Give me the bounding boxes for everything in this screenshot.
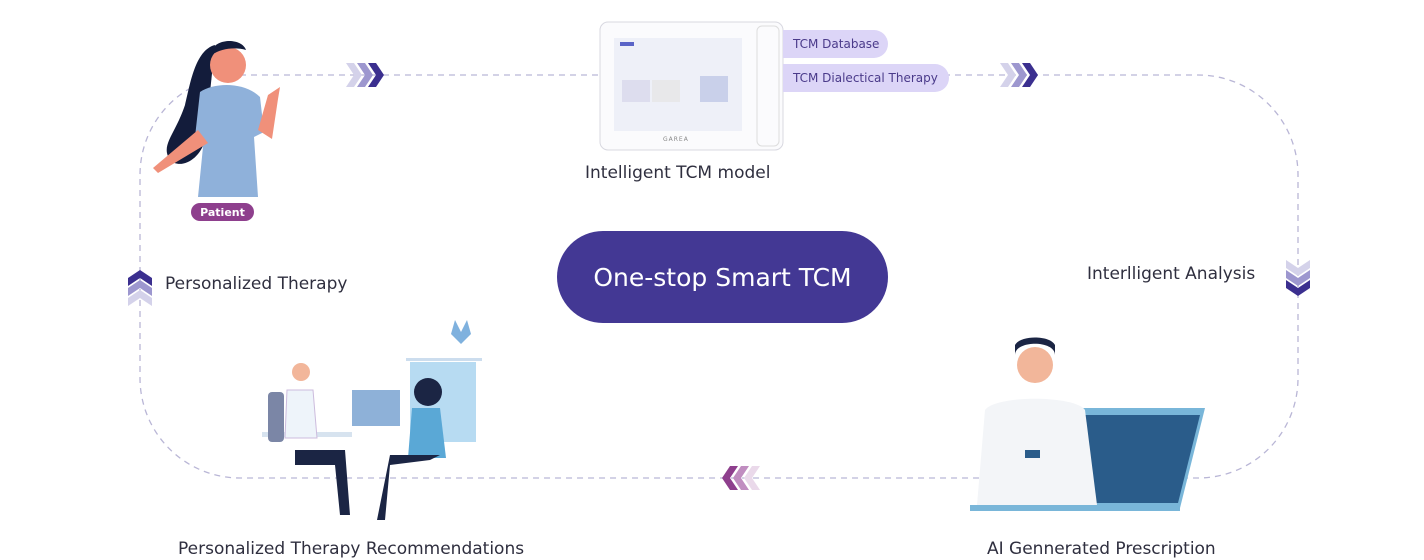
chevron-right-icon bbox=[346, 63, 384, 87]
step-personalized-therapy: Personalized Therapy bbox=[165, 274, 348, 294]
tablet-brand: GAREA bbox=[663, 136, 689, 143]
step-therapy-recommendations: Personalized Therapy Recommendations bbox=[178, 539, 525, 559]
center-title: One-stop Smart TCM bbox=[557, 231, 888, 323]
step-ai-prescription: AI Gennerated Prescription bbox=[987, 539, 1216, 559]
tablet-device bbox=[599, 21, 784, 151]
consultation-illustration bbox=[262, 320, 482, 520]
chevron-down-icon bbox=[1286, 260, 1310, 296]
doctor-illustration bbox=[970, 337, 1205, 511]
tag-tcm-database: TCM Database bbox=[783, 30, 888, 58]
step-intelligent-analysis: Interlligent Analysis bbox=[1087, 264, 1256, 284]
chevron-left-icon bbox=[722, 466, 760, 490]
chevron-right-icon bbox=[1000, 63, 1038, 87]
patient-illustration bbox=[153, 41, 280, 197]
tag-tcm-dialectical-therapy: TCM Dialectical Therapy bbox=[783, 64, 949, 92]
chevron-up-icon bbox=[128, 270, 152, 306]
model-label: Intelligent TCM model bbox=[585, 163, 771, 183]
patient-badge: Patient bbox=[191, 203, 254, 221]
